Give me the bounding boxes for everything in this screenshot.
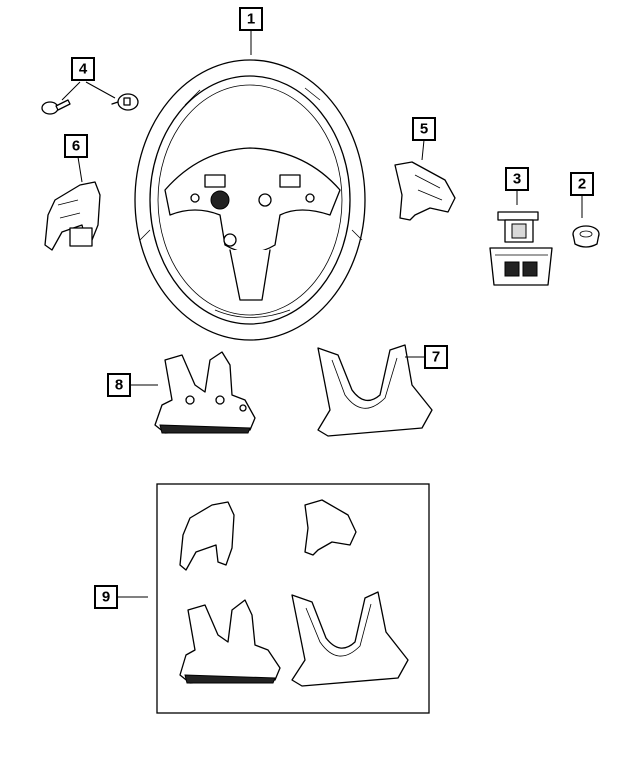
leader-6 [77, 156, 83, 183]
leader-5 [421, 139, 425, 161]
svg-text:7: 7 [432, 349, 440, 366]
kit-frame [156, 483, 430, 714]
callout-5: 5 [412, 117, 436, 141]
svg-text:4: 4 [79, 61, 88, 78]
svg-text:2: 2 [578, 176, 586, 193]
callout-1: 1 [239, 7, 263, 31]
svg-text:3: 3 [513, 171, 521, 188]
left-switch [44, 181, 101, 251]
callout-4: 4 [71, 57, 95, 81]
callout-7: 7 [424, 345, 448, 369]
steering-wheel [134, 59, 366, 341]
lower-bezel [317, 344, 433, 437]
leader-4a [61, 81, 81, 101]
plug [572, 225, 600, 248]
leader-lines [61, 30, 583, 598]
right-switch [394, 161, 456, 221]
rear-bezel [154, 351, 256, 434]
callout-9: 9 [94, 585, 118, 609]
callout-8: 8 [107, 373, 131, 397]
kit-group [156, 483, 430, 714]
callout-2: 2 [570, 172, 594, 196]
svg-text:6: 6 [72, 138, 80, 155]
switch-module [489, 211, 553, 286]
svg-text:9: 9 [102, 589, 110, 606]
screws [41, 93, 139, 115]
leader-4b [85, 81, 116, 99]
svg-text:8: 8 [115, 377, 123, 394]
screw-right [111, 93, 139, 111]
svg-text:5: 5 [420, 121, 428, 138]
svg-text:1: 1 [247, 11, 255, 28]
callout-6: 6 [64, 134, 88, 158]
screw-left [41, 99, 71, 115]
callout-3: 3 [505, 167, 529, 191]
